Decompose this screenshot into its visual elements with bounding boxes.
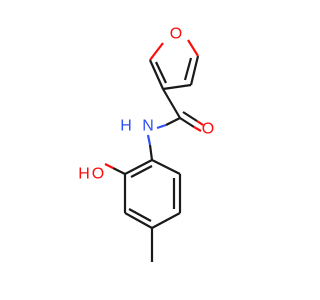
substituents xyxy=(104,163,154,262)
amide-hydrogen-label: H xyxy=(120,118,132,135)
hydroxyl-hydrogen-label: H xyxy=(78,166,90,183)
bond-c5-c4 xyxy=(151,212,181,229)
bond-carbonyl-o-a xyxy=(179,117,195,128)
bond-n-c1-b xyxy=(148,144,154,161)
molecule-structure: O N H O H O xyxy=(78,26,214,262)
benzene-ring xyxy=(123,134,182,229)
bond-c4-c5-double xyxy=(183,57,193,81)
bond-c2-c3-double xyxy=(155,61,167,84)
bond-n-c1-a xyxy=(146,134,152,146)
bond-c2-c1 xyxy=(124,159,153,175)
amide-nitrogen-label: N xyxy=(142,118,154,135)
bond-c4-c3 xyxy=(124,212,153,229)
bond-c2-hydroxyl-a xyxy=(112,167,126,175)
amide-group xyxy=(156,88,204,132)
bond-c2-hydroxyl-b xyxy=(104,163,114,169)
bond-c5-o xyxy=(187,39,199,57)
bond-c4-c3-double xyxy=(128,208,152,222)
bond-c2-c1-double xyxy=(130,165,153,178)
bond-c3-carbonyl xyxy=(162,88,181,119)
bond-o-c2 xyxy=(149,42,164,61)
bond-carbonyl-n-b xyxy=(156,123,167,130)
bond-c3-c4 xyxy=(162,83,192,91)
bond-c2-c3 xyxy=(148,59,165,90)
bond-carbonyl-n-a xyxy=(165,117,181,126)
bond-carbonyl-o-double-a xyxy=(182,111,198,122)
atom-labels: O N H O H O xyxy=(78,26,214,183)
bond-carbonyl-o-b xyxy=(193,126,202,132)
furan-ring xyxy=(148,39,200,91)
bond-c4-c5 xyxy=(189,55,200,86)
hydroxyl-oxygen-label: O xyxy=(92,166,104,183)
bond-c1-c6 xyxy=(151,159,181,175)
bond-carbonyl-o-double-b xyxy=(196,120,204,126)
carbonyl-oxygen-label: O xyxy=(202,121,214,138)
ring-oxygen-label: O xyxy=(170,26,182,43)
